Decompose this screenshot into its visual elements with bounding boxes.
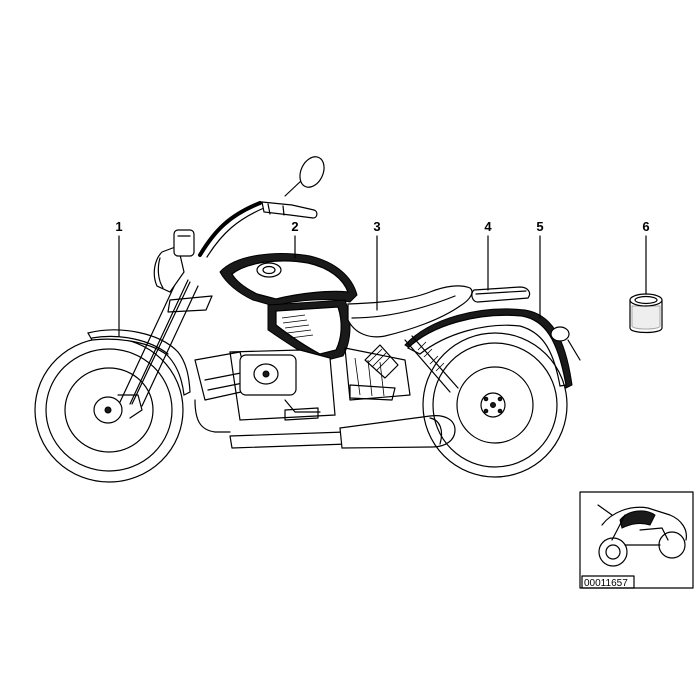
rear-wheel — [422, 332, 568, 478]
motorcycle-illustration — [34, 156, 581, 483]
handlebar-mirror — [198, 156, 325, 258]
callout-5: 5 — [536, 219, 543, 234]
callout-3: 3 — [373, 219, 380, 234]
pillion-pad — [471, 286, 531, 303]
callout-2: 2 — [291, 219, 298, 234]
callout-leaders — [118, 235, 647, 337]
callout-6: 6 — [642, 219, 649, 234]
callout-1: 1 — [115, 219, 122, 234]
callout-4: 4 — [484, 219, 492, 234]
reference-thumbnail: 00011657 — [579, 491, 694, 589]
part-6-cylinder — [629, 293, 663, 334]
headlight — [153, 229, 195, 293]
fuel-tank — [219, 253, 358, 307]
thumbnail-motorcycle-icon — [597, 504, 687, 567]
callout-numbers: 1 2 3 4 5 6 — [115, 219, 649, 234]
side-cover — [267, 299, 351, 363]
front-wheel — [34, 337, 184, 483]
front-fender — [87, 329, 191, 396]
reference-code: 00011657 — [584, 578, 628, 589]
seat — [347, 285, 473, 338]
rear-shock — [404, 335, 459, 393]
engine — [194, 344, 411, 449]
footpeg — [284, 384, 396, 421]
rear-fender — [404, 308, 581, 389]
front-fork — [119, 277, 213, 407]
